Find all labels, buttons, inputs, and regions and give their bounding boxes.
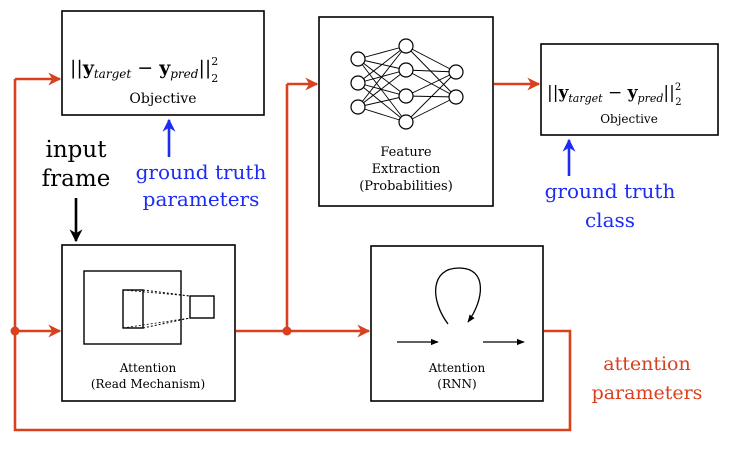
nn-connection [357,45,407,84]
input-label-line1: input [46,137,108,163]
nn-connection [357,82,407,123]
attn-params-line1: attention [603,353,690,375]
zoomed-patch-icon [189,295,215,319]
read-mechanism-box: Attention (Read Mechanism) [61,244,236,402]
nn-neuron [350,99,366,115]
rnn-box-line1: Attention [428,361,486,375]
gt-params-line2: parameters [143,187,260,211]
nn-connection [405,71,457,123]
nn-connection [357,45,407,108]
objective-right-label: Objective [600,112,658,126]
nn-neuron [350,75,366,91]
nn-connection [405,71,457,97]
feature-box-line3: (Probabilities) [359,179,453,194]
nn-connection [357,69,407,108]
rnn-box: Attention (RNN) [370,245,544,402]
gt-class-line1: ground truth [545,179,676,203]
left-junction-dot [10,326,20,336]
image-frame-icon [83,270,182,345]
nn-connection [405,45,457,73]
neural-network-icon [350,38,464,130]
nn-connection [357,58,407,97]
flow-lines [13,72,572,432]
nn-neuron [448,64,464,80]
nn-neuron [398,62,414,78]
center-junction-dot [282,326,292,336]
rnn-box-line2: (RNN) [437,377,476,391]
nn-connection [357,45,407,60]
nn-connection [405,96,457,123]
nn-connection [405,69,457,73]
input-label-line2: frame [42,166,111,192]
read-box-line2: (Read Mechanism) [91,377,205,391]
feedback-loop-line [13,329,572,432]
nn-neuron [398,114,414,130]
glimpse-window-icon [122,289,144,329]
feature-extraction-box: Feature Extraction (Probabilities) [318,16,494,207]
nn-connection [357,95,407,108]
read-box-line1: Attention [119,361,177,375]
nn-neuron [398,38,414,54]
nn-neuron [350,51,366,67]
nn-connection [357,82,407,97]
nn-connection [405,69,457,98]
nn-connection [357,106,407,123]
objective-left-label: Objective [129,91,196,107]
nn-connection [405,45,457,98]
nn-neuron [398,88,414,104]
recurrent-loop-icon [435,267,482,325]
feature-box-line1: Feature [380,145,432,160]
feature-box-line2: Extraction [372,162,441,177]
gt-params-line1: ground truth [136,160,267,184]
gt-class-line2: class [585,208,635,232]
nn-neuron [448,89,464,105]
attn-params-line2: parameters [592,382,703,404]
nn-connection [357,58,407,123]
